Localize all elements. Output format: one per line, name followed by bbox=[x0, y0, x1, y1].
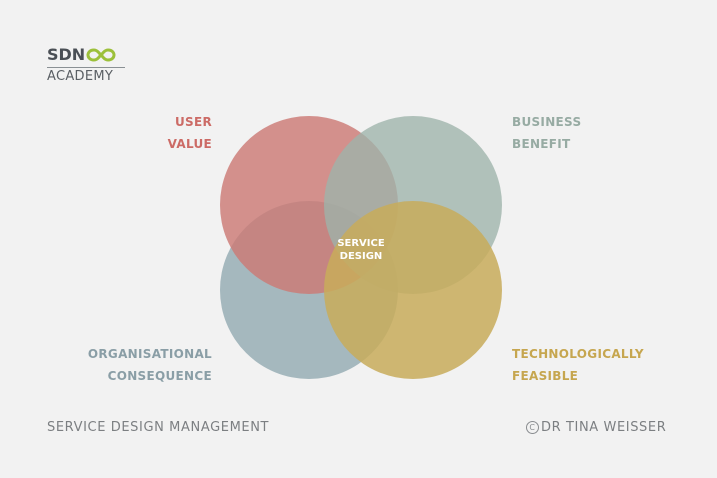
logo-divider bbox=[47, 67, 125, 68]
circle-technologically-feasible bbox=[324, 201, 502, 379]
logo-brand-text: SDN bbox=[47, 45, 86, 64]
user-value-line1: USER bbox=[174, 115, 212, 129]
organisational-consequence-line2: CONSEQUENCE bbox=[107, 369, 212, 383]
business-benefit-line1: BUSINESS bbox=[512, 115, 582, 129]
label-business-benefit: BUSINESS BENEFIT bbox=[512, 111, 581, 155]
organisational-consequence-line1: ORGANISATIONAL bbox=[87, 347, 212, 361]
center-label-line2: DESIGN bbox=[340, 251, 383, 262]
label-organisational-consequence: ORGANISATIONAL CONSEQUENCE bbox=[88, 343, 212, 387]
logo-top-row: SDN bbox=[47, 45, 137, 65]
footer-author: C DR TINA WEISSER bbox=[526, 420, 666, 435]
infinity-icon bbox=[86, 48, 116, 62]
label-user-value: USER VALUE bbox=[168, 111, 212, 155]
user-value-line2: VALUE bbox=[167, 137, 212, 151]
footer-author-name: DR TINA WEISSER bbox=[541, 420, 667, 435]
copyright-icon: C bbox=[526, 421, 539, 434]
logo-subtitle: ACADEMY bbox=[47, 69, 114, 84]
label-technologically-feasible: TECHNOLOGICALLY FEASIBLE bbox=[512, 343, 644, 387]
technologically-feasible-line2: FEASIBLE bbox=[512, 369, 579, 383]
footer-title: SERVICE DESIGN MANAGEMENT bbox=[47, 420, 270, 435]
center-label-line1: SERVICE bbox=[337, 238, 385, 249]
technologically-feasible-line1: TECHNOLOGICALLY bbox=[512, 347, 644, 361]
business-benefit-line2: BENEFIT bbox=[512, 137, 571, 151]
academy-logo: SDN ACADEMY bbox=[47, 45, 137, 84]
